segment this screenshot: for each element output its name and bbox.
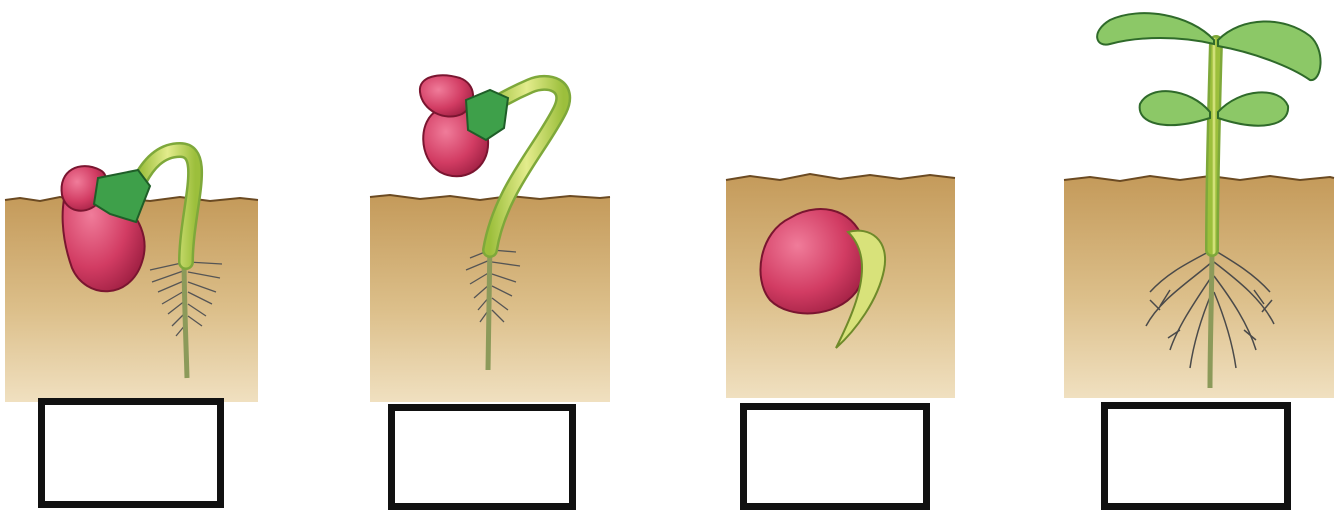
top-leaf-left xyxy=(1097,13,1214,44)
main-root xyxy=(1210,240,1212,388)
answer-box-2[interactable] xyxy=(388,404,576,510)
lower-leaf-left xyxy=(1140,91,1210,125)
stage-panel-1 xyxy=(5,150,258,402)
lower-leaf-right xyxy=(1218,92,1288,125)
stage-panel-2 xyxy=(370,75,610,402)
answer-box-3[interactable] xyxy=(740,403,930,510)
top-leaf-right xyxy=(1218,21,1321,80)
soil-block xyxy=(1064,176,1334,398)
main-root xyxy=(488,240,490,370)
stage-panel-4 xyxy=(1064,13,1334,398)
stage-panel-3 xyxy=(726,174,955,398)
green-leaf-tip xyxy=(466,90,508,140)
answer-box-4[interactable] xyxy=(1101,402,1291,510)
answer-box-1[interactable] xyxy=(38,398,224,508)
